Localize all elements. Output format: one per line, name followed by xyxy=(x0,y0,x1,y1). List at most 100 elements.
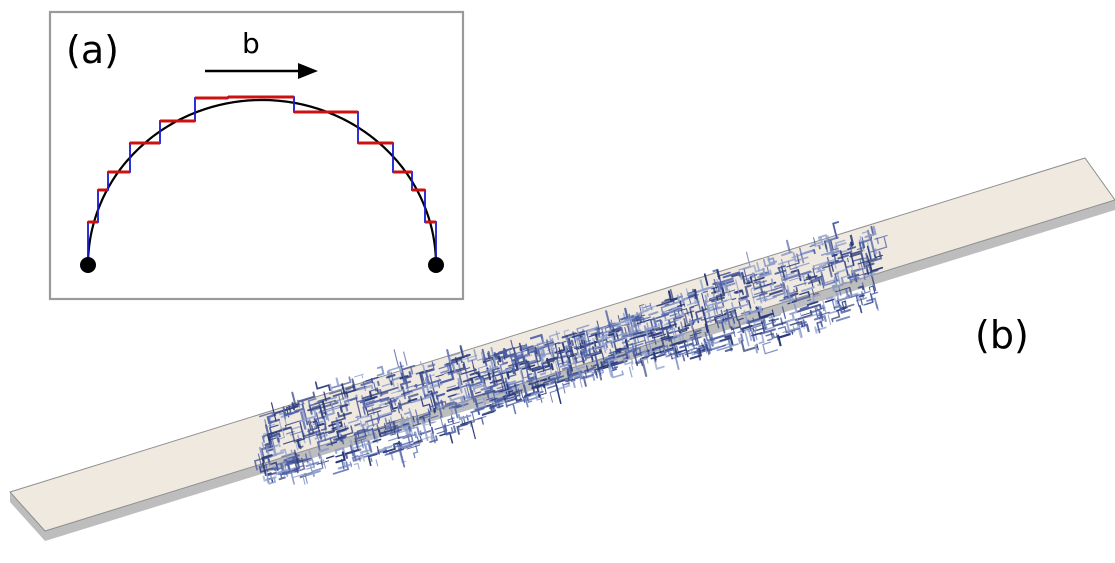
dislocation-segment xyxy=(361,440,367,462)
dislocation-segment xyxy=(807,278,822,286)
dislocation-segment xyxy=(465,382,470,398)
dislocation-segment xyxy=(796,303,822,313)
dislocation-segment xyxy=(817,267,821,272)
dislocation-segment xyxy=(408,429,411,435)
dislocation-segment xyxy=(762,341,779,355)
dislocation-segment xyxy=(651,335,670,351)
dislocation-segment xyxy=(379,386,399,395)
dislocation-segment xyxy=(845,292,860,300)
dislocation-segment xyxy=(439,363,455,384)
dislocation-segment xyxy=(753,290,766,296)
dislocation-segment xyxy=(724,282,730,297)
dislocation-segment xyxy=(487,352,490,360)
dislocation-segment xyxy=(834,286,851,293)
dislocation-segment xyxy=(689,332,702,337)
dislocation-segment xyxy=(533,364,547,377)
dislocation-segment xyxy=(336,436,346,442)
dislocation-segment xyxy=(863,269,879,276)
dislocation-segment xyxy=(271,466,279,471)
dislocation-segment xyxy=(826,239,846,256)
dislocation-segment xyxy=(425,374,436,384)
dislocation-segment xyxy=(850,241,853,247)
dislocation-segment xyxy=(547,384,558,389)
dislocation-segment xyxy=(725,308,730,319)
dislocation-segment xyxy=(397,389,405,393)
dislocation-segment xyxy=(505,389,521,401)
dislocation-segment xyxy=(807,299,812,302)
dislocation-segment xyxy=(655,323,678,332)
dislocation-segment xyxy=(566,371,570,382)
dislocation-segment xyxy=(363,397,371,400)
dislocation-segment xyxy=(508,364,517,378)
dislocation-segment xyxy=(464,387,468,398)
dislocation-segment xyxy=(270,402,277,422)
dislocation-segment xyxy=(525,359,530,371)
dislocation-segment xyxy=(544,366,547,372)
dislocation-segment xyxy=(317,452,321,459)
dislocation-segment xyxy=(530,373,537,384)
dislocation-segment xyxy=(547,347,560,358)
dislocation-segment xyxy=(404,376,409,388)
dislocation-segment xyxy=(635,360,648,377)
dislocation-segment xyxy=(863,272,876,278)
dislocation-segment xyxy=(766,257,776,267)
dislocation-segment xyxy=(307,405,324,419)
dislocation-segment xyxy=(810,236,824,247)
dislocation-segment xyxy=(724,334,734,346)
dislocation-segment xyxy=(458,354,478,362)
dislocation-segment xyxy=(686,336,699,341)
dislocation-segment xyxy=(714,299,728,306)
dislocation-segment xyxy=(455,393,460,396)
dislocation-segment xyxy=(505,402,508,408)
dislocation-segment xyxy=(688,306,695,319)
dislocation-segment xyxy=(354,437,359,449)
dislocation-segment xyxy=(840,276,845,285)
dislocation-segment xyxy=(848,290,871,299)
dislocation-segment xyxy=(789,320,804,327)
dislocation-segment xyxy=(849,234,855,246)
dislocation-segment xyxy=(688,317,701,323)
dislocation-segment xyxy=(499,372,504,383)
dislocation-segment xyxy=(502,353,506,360)
dislocation-segment xyxy=(703,273,709,287)
dislocation-segment xyxy=(446,386,460,392)
dislocation-segment xyxy=(656,299,675,307)
dislocation-segment xyxy=(740,339,758,353)
dislocation-segment xyxy=(311,399,337,409)
dislocation-segment xyxy=(548,377,557,384)
dislocation-segment xyxy=(783,282,786,290)
dislocation-segment xyxy=(405,384,418,389)
dislocation-segment xyxy=(625,342,644,354)
dislocation-segment xyxy=(413,381,429,388)
dislocation-segment xyxy=(649,313,670,331)
dislocation-segment xyxy=(574,356,578,363)
dislocation-segment xyxy=(608,351,622,357)
dislocation-segment xyxy=(322,459,327,469)
dislocation-segment xyxy=(706,292,709,298)
dislocation-segment xyxy=(807,273,818,281)
dislocation-segment xyxy=(750,288,756,305)
dislocation-segment xyxy=(818,244,821,250)
dislocation-segment xyxy=(743,268,749,285)
dislocation-segment xyxy=(540,345,550,349)
dislocation-segment xyxy=(762,267,766,276)
dislocation-segment xyxy=(622,354,633,366)
dislocation-segment xyxy=(792,252,809,263)
dislocation-segment xyxy=(537,379,553,397)
dislocation-segment xyxy=(437,380,441,389)
dislocation-segment xyxy=(267,423,276,427)
dislocation-segment xyxy=(756,261,760,272)
dislocation-segment xyxy=(325,406,343,422)
dislocation-segment xyxy=(731,318,736,329)
dislocation-segment xyxy=(793,289,797,300)
dislocation-segment xyxy=(650,329,667,339)
dislocation-segment xyxy=(370,415,375,427)
dislocation-segment xyxy=(366,422,380,437)
dislocation-segment xyxy=(715,289,736,301)
dislocation-segment xyxy=(605,340,614,349)
dislocation-segment xyxy=(355,415,361,418)
dislocation-segment xyxy=(816,311,830,317)
dislocation-segment xyxy=(828,310,839,315)
dislocation-segment xyxy=(291,402,296,411)
dislocation-segment xyxy=(716,289,719,295)
